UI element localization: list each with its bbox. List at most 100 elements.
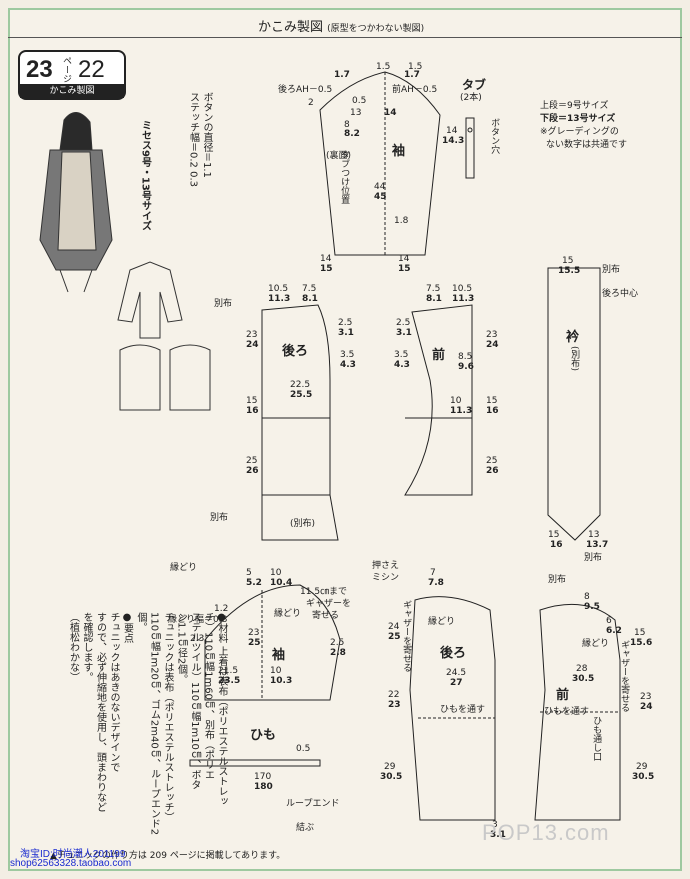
- dim-05: 0.5: [352, 96, 367, 106]
- dim-collar-15: 15: [562, 256, 574, 266]
- dim-front2-15: 15: [634, 628, 646, 638]
- dim-collar-15b: 15: [548, 530, 560, 540]
- dim-back-25: 2.5: [338, 318, 353, 328]
- dim-back2-27: 27: [450, 678, 463, 688]
- pattern-sleeve-top: [319, 71, 441, 256]
- dim-front-25b: 25: [486, 456, 498, 466]
- materials-block: ●材料 上着は表布（ポリエステルストレッ チ）110㎝幅1m60㎝、別布（ポリエ…: [66, 612, 228, 844]
- label-front: 前: [432, 348, 446, 363]
- dim-tab-143: 14.3: [442, 136, 465, 146]
- dim-sl2-104: 10.4: [270, 578, 293, 588]
- dim-back2-78: 7.8: [428, 578, 444, 588]
- label-osae: 押さえ: [372, 561, 400, 571]
- dim-back-25b: 25: [246, 456, 258, 466]
- dim-front-15: 15: [486, 396, 498, 406]
- materials-line: ステルツイル）110㎝幅1m10㎝、ボタ: [189, 612, 200, 790]
- label-himo-guchi: ひも通し口: [591, 716, 602, 761]
- dim-14a: 14: [320, 254, 332, 264]
- badge-number-right: 22: [78, 56, 105, 83]
- dim-front-16: 16: [486, 406, 499, 416]
- dim-sleeve-top-b: 1.5: [408, 62, 423, 72]
- dim-front2-8: 8: [584, 592, 590, 602]
- dim-back-225: 22.5: [290, 380, 311, 390]
- dim-sl2-28: 2.8: [330, 648, 346, 658]
- label-himo: ひも: [250, 728, 277, 743]
- label-collar-sub: (別布): [569, 346, 580, 372]
- dim-sl2-10b: 10: [270, 666, 282, 676]
- legend-lower: 下段＝13号サイズ: [540, 114, 616, 124]
- dim-15b: 15: [398, 264, 411, 274]
- flat-sketch-tunic: [119, 344, 211, 411]
- label-collar-betsununo-b: 別布: [584, 553, 603, 563]
- dim-back-31: 3.1: [338, 328, 354, 338]
- dim-sl2-12: 1.2: [214, 604, 229, 614]
- button-note: ボタンの直径＝1.1 ステッチ幅＝0.2 0.3: [186, 92, 213, 212]
- label-betsununo-paren: (別布): [290, 519, 316, 529]
- badge-page-word: ページ: [61, 56, 71, 83]
- dim-back-15: 15: [246, 396, 258, 406]
- dim-back2-245: 24.5: [446, 668, 467, 678]
- page-frame: [8, 8, 682, 871]
- dim-back-105: 10.5: [268, 284, 289, 294]
- pattern-front: [404, 304, 473, 496]
- dim-front-81: 8.1: [426, 294, 442, 304]
- dim-front2-305b: 30.5: [632, 772, 655, 782]
- dim-back-24: 24: [246, 340, 259, 350]
- dim-collar-16: 16: [550, 540, 563, 550]
- label-gather-v: ギャザーを寄せる: [401, 600, 412, 672]
- shop-url[interactable]: shop62563328.taobao.com: [10, 858, 132, 869]
- label-sleeve-top: 袖: [392, 144, 406, 159]
- label-gather1: 11.5㎝まで: [300, 587, 348, 597]
- pattern-collar: [547, 267, 601, 541]
- dim-sl2-215: 21.5: [218, 666, 239, 676]
- dim-sl2-23: 2.3: [190, 634, 205, 644]
- materials-line: ン1.1㎝径2個。: [175, 612, 187, 685]
- label-back2: 後ろ: [440, 646, 467, 661]
- label-fuchidori-c: 縁どり: [428, 617, 456, 627]
- dim-front2-6: 6: [606, 616, 612, 626]
- materials-line: すので、必ず伸縮地を使用し、頭まわりなど: [94, 612, 106, 812]
- label-betsununo-a: 別布: [214, 299, 233, 309]
- dim-sl2-23b: 23: [248, 628, 260, 638]
- dim-back-23: 23: [246, 330, 258, 340]
- materials-line: チュニックはあきのないデザインで: [108, 612, 119, 772]
- dim-sl2-52: 5.2: [246, 578, 262, 588]
- label-tab-pos: タブつけ位置: [339, 150, 350, 204]
- dim-back2-29: 29: [384, 762, 396, 772]
- dim-front2-95: 9.5: [584, 602, 600, 612]
- size-note: ミセス9号・13号サイズ: [138, 120, 152, 231]
- dim-back2-305: 30.5: [380, 772, 403, 782]
- dim-sleeve-top-c: 1.7: [334, 70, 350, 80]
- label-collar-betsununo: 別布: [602, 265, 621, 275]
- label-ura: (裏面): [326, 151, 352, 161]
- dim-front2-23: 23: [640, 692, 652, 702]
- label-collar-betsununo-c: 別布: [548, 575, 567, 585]
- dim-back2-22: 22: [388, 690, 400, 700]
- dim-13: 13: [350, 108, 362, 118]
- label-loop-end: ループエンド: [286, 799, 340, 809]
- label-collar: 衿: [566, 330, 580, 345]
- pattern-back2: [409, 596, 496, 821]
- dim-front2-24: 24: [640, 702, 653, 712]
- label-fuchidori-a: 縁どり: [170, 563, 198, 573]
- label-gather3: 寄せる: [312, 611, 340, 621]
- dim-front-35: 3.5: [394, 350, 409, 360]
- dim-45: 45: [374, 192, 387, 202]
- pattern-tab: [465, 117, 475, 179]
- dim-front-24: 24: [486, 340, 499, 350]
- label-gather2: ギャザーを: [306, 599, 352, 609]
- button-note-line1: ボタンの直径＝1.1: [201, 92, 212, 178]
- badge-label: かこみ製図: [20, 84, 124, 98]
- dim-14: 14: [384, 108, 397, 118]
- dim-back-81: 8.1: [302, 294, 318, 304]
- label-betsununo-b: 別布: [210, 513, 229, 523]
- dim-back-16: 16: [246, 406, 259, 416]
- legend-note2: ない数字は共通です: [546, 140, 628, 150]
- footer-note: ▲チュニックの作り方は 209 ページに掲載してあります。: [50, 851, 286, 861]
- label-back: 後ろ: [282, 344, 309, 359]
- materials-line: 110㎝幅1m20㎝、ゴム2m40㎝、ループエンド2個。: [135, 612, 160, 836]
- dim-front-113: 11.3: [452, 294, 475, 304]
- materials-line: を確認します。: [81, 612, 92, 682]
- label-front2: 前: [556, 688, 570, 703]
